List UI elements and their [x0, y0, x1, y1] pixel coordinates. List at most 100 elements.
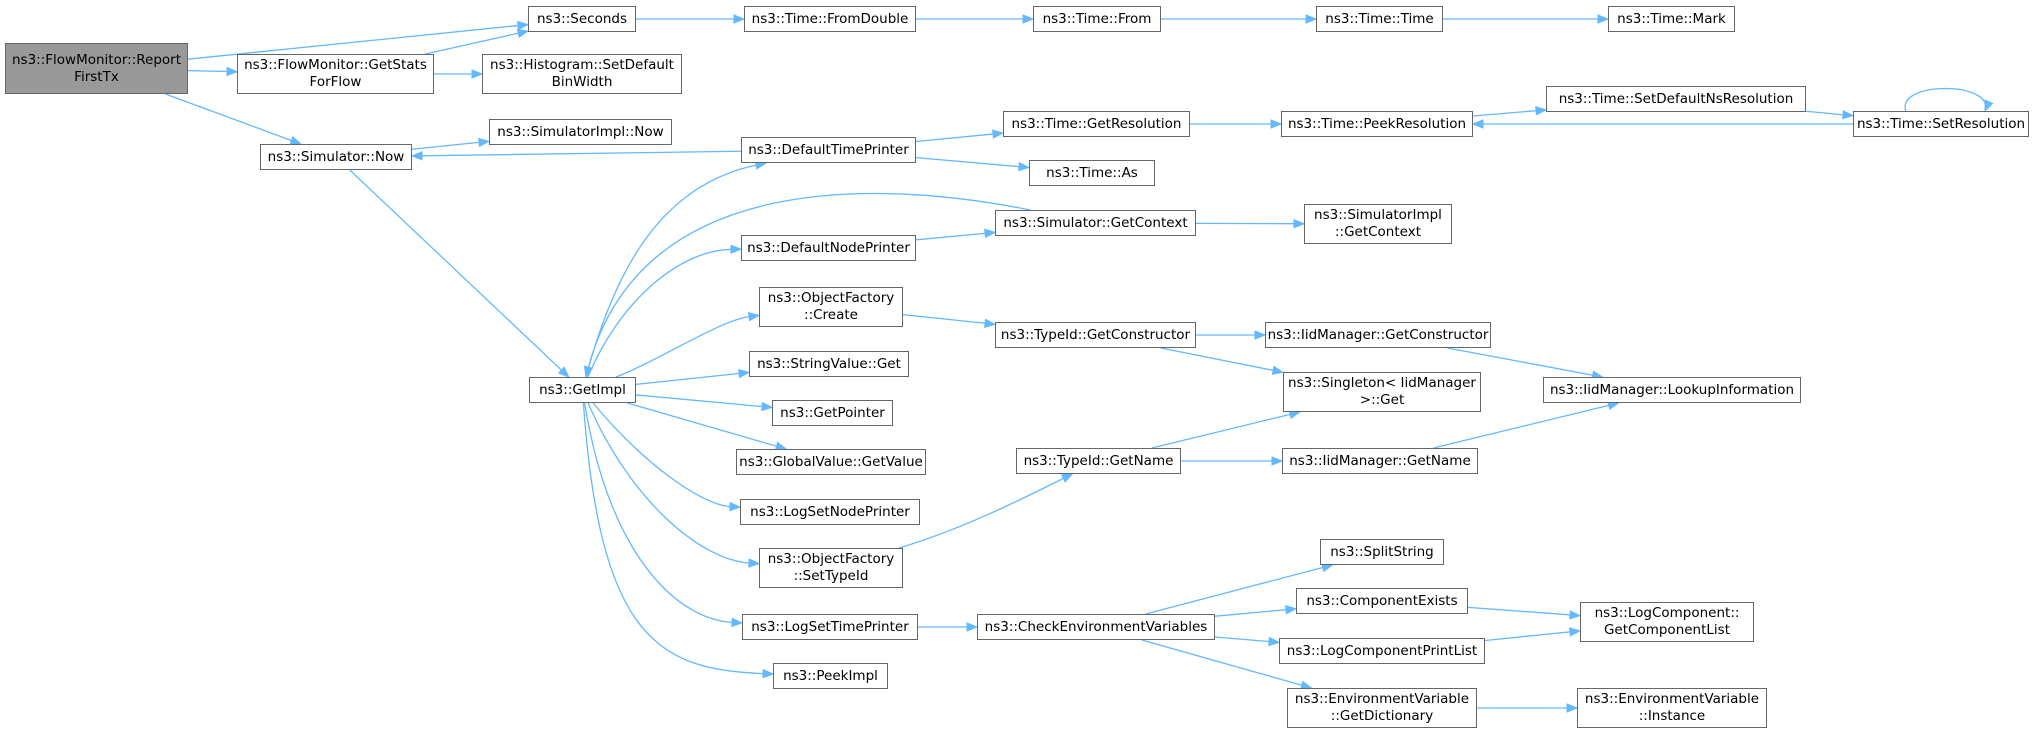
edge-report-first-tx-to-get-stats-for-flow	[187, 69, 229, 73]
edge-get-impl-to-default-time-printer	[585, 164, 758, 378]
node-typeid-get-name[interactable]: ns3::TypeId::GetName	[1016, 448, 1181, 474]
edge-get-impl-to-log-set-time-printer	[583, 402, 734, 624]
node-envvar-get-dictionary[interactable]: ns3::EnvironmentVariable ::GetDictionary	[1287, 688, 1477, 728]
edge-default-time-printer-to-simulator-now	[420, 150, 742, 157]
node-globalvalue-get-value[interactable]: ns3::GlobalValue::GetValue	[736, 449, 926, 475]
edge-default-time-printer-to-simulator-now-arrowhead	[410, 151, 423, 161]
edge-component-exists-to-log-component-get-component-list-arrowhead	[1569, 610, 1582, 620]
edge-get-impl-to-object-factory-create	[615, 315, 751, 378]
edge-envvar-get-dictionary-to-envvar-instance-arrowhead	[1566, 703, 1579, 713]
edge-check-environment-variables-to-log-component-print-list-arrowhead	[1268, 636, 1281, 647]
node-envvar-instance[interactable]: ns3::EnvironmentVariable ::Instance	[1577, 688, 1767, 728]
edge-typeid-get-name-to-iidmanager-get-name-arrowhead	[1271, 456, 1284, 466]
edge-check-environment-variables-to-split-string	[1145, 566, 1324, 615]
edge-check-environment-variables-to-log-component-print-list	[1214, 636, 1271, 643]
node-get-pointer[interactable]: ns3::GetPointer	[772, 400, 893, 426]
node-time-as[interactable]: ns3::Time::As	[1029, 160, 1155, 186]
edge-check-environment-variables-to-envvar-get-dictionary	[1141, 639, 1303, 687]
node-hist-set-default-bin-width[interactable]: ns3::Histogram::SetDefault BinWidth	[482, 54, 682, 94]
edge-check-environment-variables-to-component-exists-arrowhead	[1285, 605, 1298, 615]
edge-get-impl-to-default-node-printer-arrowhead	[730, 244, 743, 255]
node-stringvalue-get[interactable]: ns3::StringValue::Get	[749, 351, 909, 377]
edge-get-impl-to-get-pointer-arrowhead	[761, 401, 774, 412]
edge-iidmanager-get-constructor-to-iidmanager-lookup-information	[1447, 347, 1594, 376]
edge-object-factory-set-typeid-to-typeid-get-name	[898, 477, 1065, 549]
node-iidmanager-get-name[interactable]: ns3::IidManager::GetName	[1282, 448, 1478, 474]
node-split-string[interactable]: ns3::SplitString	[1320, 539, 1444, 565]
node-typeid-get-constructor[interactable]: ns3::TypeId::GetConstructor	[995, 322, 1196, 348]
node-seconds[interactable]: ns3::Seconds	[528, 6, 636, 32]
edge-typeid-get-constructor-to-singleton-get-arrowhead	[1271, 365, 1285, 375]
edge-time-from-to-time-time-arrowhead	[1305, 14, 1318, 24]
node-peek-impl[interactable]: ns3::PeekImpl	[773, 663, 888, 689]
edge-from-double-to-time-from-arrowhead	[1022, 14, 1035, 24]
node-get-impl[interactable]: ns3::GetImpl	[529, 377, 636, 403]
edge-get-impl-to-stringvalue-get	[635, 372, 741, 386]
node-log-set-time-printer[interactable]: ns3::LogSetTimePrinter	[742, 614, 918, 640]
node-simulatorimpl-now[interactable]: ns3::SimulatorImpl::Now	[489, 119, 672, 145]
node-log-component-print-list[interactable]: ns3::LogComponentPrintList	[1279, 638, 1485, 664]
edge-get-stats-for-flow-to-seconds	[424, 32, 520, 55]
node-component-exists[interactable]: ns3::ComponentExists	[1296, 588, 1468, 614]
node-default-time-printer[interactable]: ns3::DefaultTimePrinter	[741, 137, 916, 163]
edge-report-first-tx-to-seconds	[187, 24, 520, 60]
edge-default-node-printer-to-simulator-get-context-arrowhead	[984, 228, 997, 239]
edge-object-factory-create-to-typeid-get-constructor	[902, 313, 987, 325]
edge-time-time-to-time-mark-arrowhead	[1597, 14, 1610, 24]
node-get-stats-for-flow[interactable]: ns3::FlowMonitor::GetStats ForFlow	[237, 54, 434, 94]
edge-check-environment-variables-to-component-exists	[1214, 608, 1288, 617]
edge-report-first-tx-to-simulator-now	[165, 93, 293, 142]
node-object-factory-set-typeid[interactable]: ns3::ObjectFactory ::SetTypeId	[759, 548, 903, 588]
node-default-node-printer[interactable]: ns3::DefaultNodePrinter	[741, 235, 916, 261]
node-log-component-get-component-list[interactable]: ns3::LogComponent:: GetComponentList	[1580, 602, 1754, 642]
node-iidmanager-lookup-information[interactable]: ns3::IidManager::LookupInformation	[1543, 377, 1801, 403]
edge-get-impl-to-default-node-printer	[587, 248, 733, 378]
node-report-first-tx: ns3::FlowMonitor::Report FirstTx	[5, 43, 188, 94]
edge-simulator-get-context-to-get-impl	[587, 192, 1031, 369]
edge-get-impl-to-stringvalue-get-arrowhead	[738, 368, 751, 379]
edge-log-component-print-list-to-log-component-get-component-list-arrowhead	[1569, 627, 1582, 637]
edge-simulator-now-to-simulatorimpl-now-arrowhead	[478, 137, 491, 148]
node-time-from[interactable]: ns3::Time::From	[1033, 6, 1161, 32]
node-time-set-resolution[interactable]: ns3::Time::SetResolution	[1853, 111, 2029, 137]
edge-time-get-resolution-to-time-peek-resolution-arrowhead	[1270, 119, 1283, 129]
edge-simulator-get-context-to-simulatorimpl-get-context-arrowhead	[1293, 218, 1306, 229]
edge-simulator-now-to-simulatorimpl-now	[411, 141, 481, 150]
edge-time-peek-resolution-to-time-set-default-ns-resolution	[1472, 109, 1538, 117]
node-simulatorimpl-get-context[interactable]: ns3::SimulatorImpl ::GetContext	[1304, 204, 1452, 244]
edge-default-time-printer-to-time-as	[915, 156, 1021, 168]
edge-log-set-time-printer-to-check-environment-variables-arrowhead	[966, 622, 979, 632]
edge-seconds-to-from-double-arrowhead	[733, 14, 746, 24]
edge-typeid-get-name-to-singleton-get	[1151, 413, 1292, 449]
edge-report-first-tx-to-get-stats-for-flow-arrowhead	[226, 66, 239, 77]
edge-typeid-get-constructor-to-iidmanager-get-constructor-arrowhead	[1254, 330, 1267, 340]
edge-get-impl-to-log-set-node-printer-arrowhead	[729, 501, 742, 512]
node-log-set-node-printer[interactable]: ns3::LogSetNodePrinter	[740, 499, 920, 525]
node-check-environment-variables[interactable]: ns3::CheckEnvironmentVariables	[977, 614, 1215, 640]
node-simulator-now[interactable]: ns3::Simulator::Now	[260, 144, 412, 170]
edge-get-impl-to-get-pointer	[635, 394, 764, 408]
edge-get-impl-to-object-factory-create-arrowhead	[748, 311, 761, 322]
edge-simulator-now-to-get-impl-arrowhead	[557, 366, 570, 378]
node-from-double[interactable]: ns3::Time::FromDouble	[744, 6, 916, 32]
edge-time-set-resolution-to-time-peek-resolution-arrowhead	[1471, 119, 1484, 129]
node-object-factory-create[interactable]: ns3::ObjectFactory ::Create	[759, 287, 903, 327]
node-iidmanager-get-constructor[interactable]: ns3::IidManager::GetConstructor	[1265, 322, 1491, 348]
edge-time-peek-resolution-to-time-set-default-ns-resolution-arrowhead	[1535, 106, 1548, 116]
node-time-get-resolution[interactable]: ns3::Time::GetResolution	[1003, 111, 1190, 137]
node-time-mark[interactable]: ns3::Time::Mark	[1608, 6, 1735, 32]
node-time-peek-resolution[interactable]: ns3::Time::PeekResolution	[1281, 111, 1473, 137]
edge-get-impl-to-globalvalue-get-value	[627, 402, 778, 448]
node-time-set-default-ns-resolution[interactable]: ns3::Time::SetDefaultNsResolution	[1546, 86, 1806, 112]
edge-time-set-default-ns-resolution-to-time-set-resolution-arrowhead	[1842, 109, 1855, 120]
edge-log-component-print-list-to-log-component-get-component-list	[1484, 631, 1572, 642]
node-singleton-get[interactable]: ns3::Singleton< IidManager >::Get	[1283, 372, 1481, 412]
node-time-time[interactable]: ns3::Time::Time	[1316, 6, 1443, 32]
edge-default-node-printer-to-simulator-get-context	[915, 232, 987, 241]
edge-time-set-resolution-to-time-set-resolution	[1904, 87, 1987, 112]
node-simulator-get-context[interactable]: ns3::Simulator::GetContext	[995, 210, 1196, 236]
edge-time-set-resolution-to-time-set-resolution-arrowhead	[1984, 99, 1994, 113]
edge-report-first-tx-to-seconds-arrowhead	[517, 20, 530, 31]
edge-get-impl-to-log-set-time-printer-arrowhead	[731, 617, 744, 628]
